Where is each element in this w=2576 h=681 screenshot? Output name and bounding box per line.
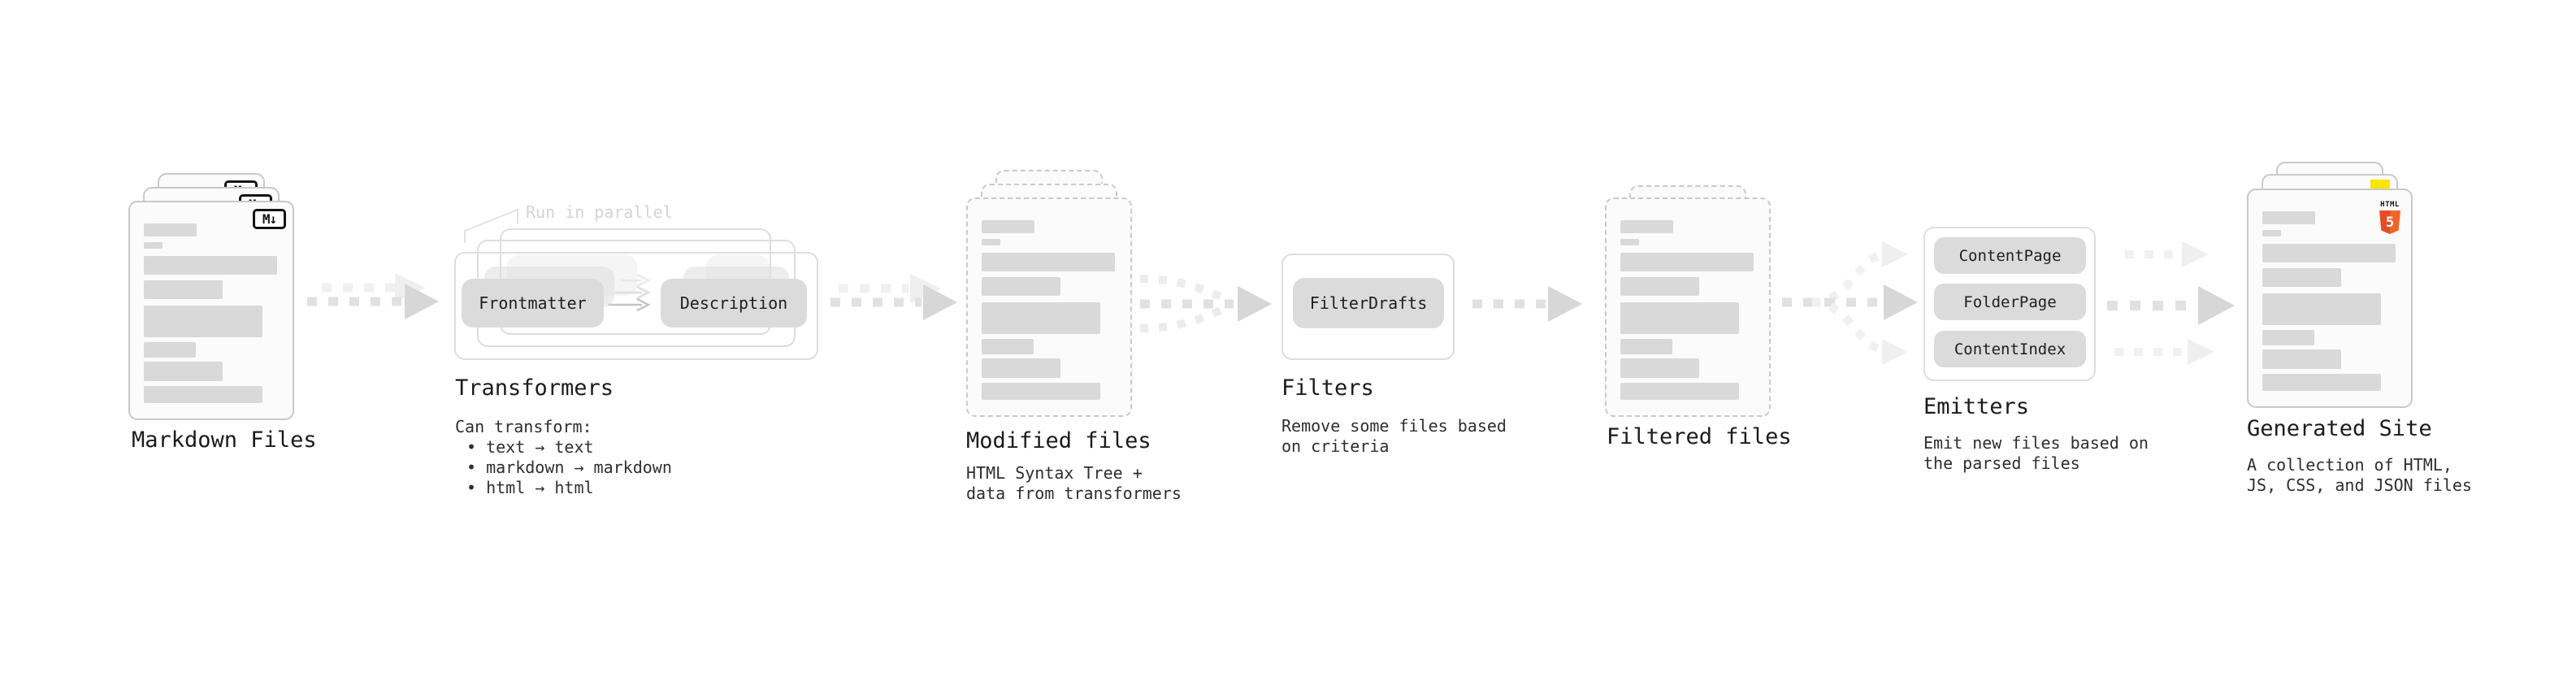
html5-icon-number: 5: [2385, 214, 2395, 231]
text-line-bar: [144, 342, 196, 358]
text-line-bar: [982, 277, 1060, 296]
js-badge: [2370, 180, 2390, 190]
description-pill-label: Description: [679, 293, 788, 313]
text-line-bar: [144, 242, 163, 249]
text-line-bar: [144, 256, 277, 275]
text-line-bar: [982, 220, 1034, 233]
markdown-files-label: Markdown Files: [132, 427, 317, 453]
text-line-bar: [1620, 277, 1699, 296]
filtered-page-front: [1605, 197, 1771, 417]
modified-page-front: [966, 197, 1132, 417]
text-line-bar: [2262, 268, 2341, 287]
emitters-label: Emitters: [1923, 394, 2030, 419]
generated-site-desc-1: A collection of HTML,: [2247, 455, 2452, 475]
transformers-container-front: [454, 252, 818, 360]
arrow-modified-to-filters-merge: [1139, 275, 1272, 332]
text-line-bar: [144, 386, 262, 403]
run-in-parallel-callout: Run in parallel: [526, 202, 673, 222]
text-line-bar: [982, 358, 1060, 378]
text-line-bar: [1620, 358, 1699, 378]
frontmatter-pill: Frontmatter: [462, 279, 604, 327]
text-line-bar: [144, 306, 262, 337]
filterdrafts-pill: FilterDrafts: [1293, 278, 1444, 328]
filtered-files-label: Filtered files: [1607, 424, 1792, 449]
generated-site-desc-2: JS, CSS, and JSON files: [2247, 475, 2472, 495]
html5-icon-shield: 5: [2379, 210, 2400, 234]
modified-files-desc-1: HTML Syntax Tree +: [966, 463, 1143, 483]
generated-site-label: Generated Site: [2247, 416, 2432, 441]
text-line-bar: [2262, 293, 2381, 325]
modified-files-desc-2: data from transformers: [966, 484, 1182, 503]
text-line-bar: [144, 280, 223, 299]
text-line-bar: [982, 302, 1100, 334]
emitters-desc-1: Emit new files based on: [1923, 433, 2149, 453]
filterdrafts-pill-label: FilterDrafts: [1309, 293, 1428, 313]
transformers-bullet-3: • html → html: [466, 478, 594, 497]
text-line-bar: [1620, 239, 1639, 245]
markdown-page-front: M↓: [128, 201, 294, 420]
text-line-bar: [982, 239, 1000, 245]
arrow-markdown-to-transformers: [307, 273, 439, 319]
folderpage-pill: FolderPage: [1934, 284, 2086, 320]
contentindex-pill: ContentIndex: [1934, 331, 2086, 367]
filters-desc-1: Remove some files based: [1281, 416, 1507, 436]
generated-page-front-html: HTML 5: [2247, 189, 2413, 408]
contentpage-pill-label: ContentPage: [1958, 246, 2062, 265]
text-line-bar: [982, 253, 1115, 271]
filters-desc-2: on criteria: [1281, 436, 1390, 456]
transformers-bullet-2: • markdown → markdown: [466, 458, 672, 477]
html5-icon-word: HTML: [2380, 201, 2400, 209]
description-pill: Description: [661, 279, 807, 327]
arrow-filtered-to-emitters-fanout: [1782, 241, 1918, 365]
text-line-bar: [982, 383, 1100, 400]
emitters-desc-2: the parsed files: [1923, 453, 2080, 473]
text-line-bar: [1620, 220, 1673, 233]
markdown-badge: M↓: [253, 209, 286, 229]
text-line-bar: [2262, 244, 2396, 262]
transformers-bullet-1: • text → text: [466, 437, 594, 457]
text-line-bar: [2262, 374, 2381, 391]
text-line-bar: [1620, 383, 1739, 400]
text-line-bar: [1620, 339, 1672, 354]
modified-files-label: Modified files: [966, 428, 1151, 453]
transformers-label: Transformers: [455, 375, 614, 401]
text-line-bar: [982, 339, 1034, 354]
text-line-bar: [1620, 253, 1754, 271]
arrow-filters-to-filtered: [1472, 286, 1582, 322]
arrow-emitters-to-generated: [2107, 241, 2235, 365]
transformers-note-title: Can transform:: [455, 417, 592, 436]
text-line-bar: [2262, 211, 2315, 224]
folderpage-pill-label: FolderPage: [1963, 293, 2057, 311]
text-line-bar: [2262, 330, 2314, 345]
contentpage-pill: ContentPage: [1934, 237, 2086, 274]
contentindex-pill-label: ContentIndex: [1954, 340, 2066, 358]
text-line-bar: [2262, 230, 2281, 236]
text-line-bar: [144, 362, 223, 381]
filters-label: Filters: [1281, 375, 1374, 401]
text-line-bar: [1620, 302, 1739, 334]
html5-icon: HTML 5: [2376, 194, 2404, 234]
frontmatter-pill-label: Frontmatter: [479, 293, 587, 313]
text-line-bar: [144, 223, 197, 236]
arrow-transformers-to-modified: [830, 274, 957, 320]
text-line-bar: [2262, 349, 2341, 369]
